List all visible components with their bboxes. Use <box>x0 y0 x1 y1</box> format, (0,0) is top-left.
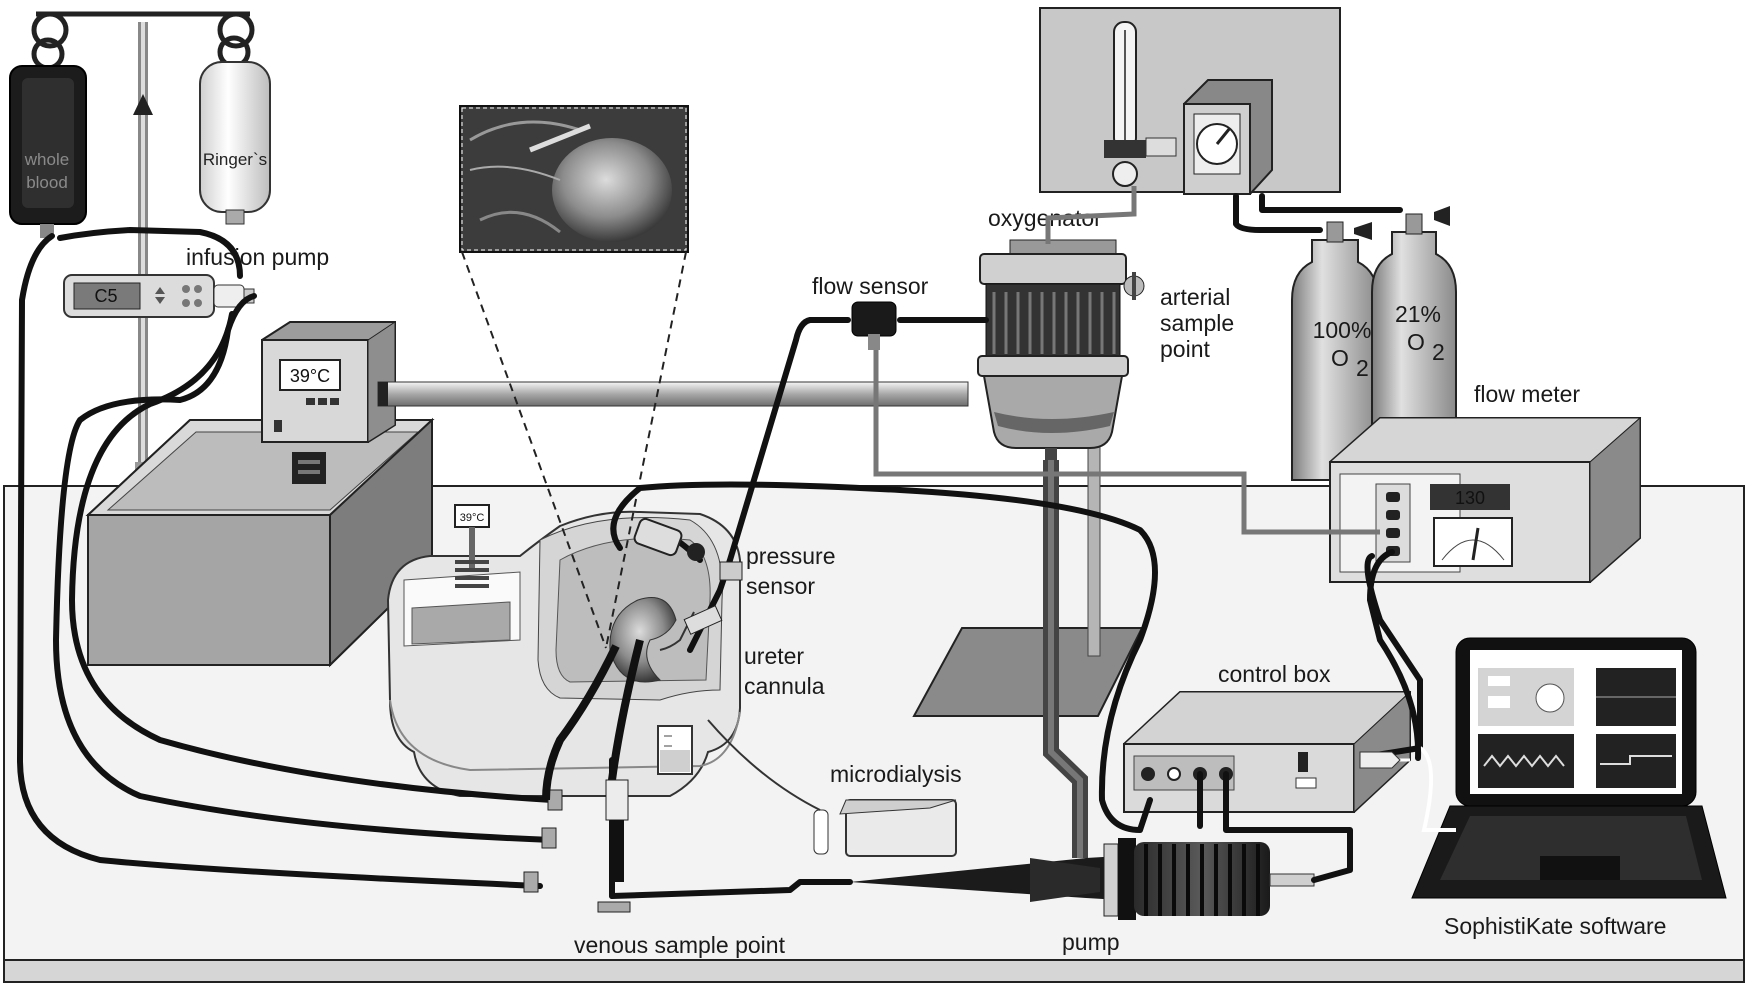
whole-blood-bag: whole blood <box>9 37 87 238</box>
ringers-bag: Ringer`s <box>199 35 271 225</box>
tubing <box>17 186 1456 913</box>
software-label: SophistiKate software <box>1444 913 1666 939</box>
arterial-sample-label-2: sample <box>1160 310 1234 336</box>
flow-meter-display: 130 <box>1455 488 1485 508</box>
oxygenator-to-pump-tube <box>1043 448 1088 858</box>
o2-cylinder-21: 21% O 2 <box>1371 206 1457 471</box>
microdialysis-label: microdialysis <box>830 761 962 787</box>
control-box <box>1122 690 1412 814</box>
o2-21-percent: 21% <box>1395 301 1441 327</box>
laptop <box>1411 637 1727 899</box>
ringer-bag-label: Ringer`s <box>203 150 267 169</box>
heater-circulator: 39°C <box>261 321 396 443</box>
infusion-pump: C5 <box>63 274 255 318</box>
gas-panel <box>1039 7 1341 195</box>
pump-label: pump <box>1062 929 1120 955</box>
water-bath <box>85 417 435 668</box>
blood-bag-label-2: blood <box>26 173 68 192</box>
blood-bag-label-1: whole <box>24 150 69 169</box>
heater-display: 39°C <box>290 366 330 386</box>
control-box-label: control box <box>1218 661 1331 687</box>
ring-stand <box>912 439 1144 717</box>
pressure-sensor-label-1: pressure <box>746 543 835 569</box>
flow-meter: 130 <box>1328 416 1642 584</box>
pressure-sensor-label-2: sensor <box>746 573 815 599</box>
kidney-photo-inset <box>459 105 689 649</box>
infusion-pump-display: C5 <box>94 286 117 306</box>
arterial-sample-label-1: arterial <box>1160 284 1230 310</box>
heater-pipe <box>377 381 969 407</box>
arterial-sample-label-3: point <box>1160 336 1210 362</box>
o2-100-subscript: 2 <box>1356 355 1369 381</box>
ureter-cannula-label-2: cannula <box>744 673 825 699</box>
chamber-thermometer-display: 39°C <box>460 512 485 524</box>
ureter-cannula-label-1: ureter <box>744 643 804 669</box>
oxygenator <box>977 239 1145 449</box>
o2-100-gas: O <box>1331 345 1349 371</box>
organ-chamber: 39°C <box>386 504 741 797</box>
roller-pump <box>850 838 1315 920</box>
o2-21-subscript: 2 <box>1432 339 1445 365</box>
o2-21-gas: O <box>1407 329 1425 355</box>
o2-100-percent: 100% <box>1313 317 1372 343</box>
flow-meter-label: flow meter <box>1474 381 1580 407</box>
flow-sensor <box>851 301 897 350</box>
microdialysis-device <box>707 719 957 857</box>
venous-sample-label: venous sample point <box>574 932 786 958</box>
infusion-pump-label: infusion pump <box>186 244 329 270</box>
flow-sensor-label: flow sensor <box>812 273 929 299</box>
